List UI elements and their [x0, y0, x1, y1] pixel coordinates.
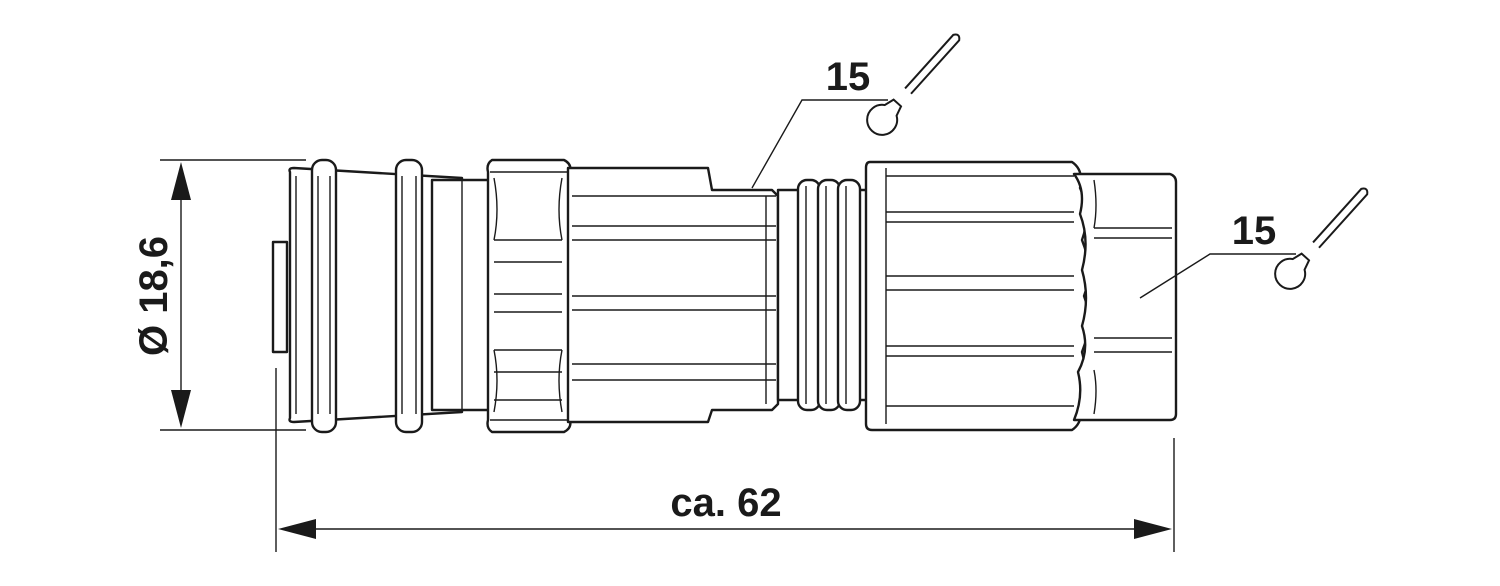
wrench-1-leader-line: [751, 99, 888, 189]
coupling-nut: [486, 158, 572, 434]
length-label: ca. 62: [670, 481, 781, 525]
end-cap: [1072, 172, 1178, 422]
wrench-2-size-label: 15: [1232, 209, 1277, 253]
length-arrow-left: [278, 519, 316, 539]
length-arrow-right: [1134, 519, 1172, 539]
wrench-2-leader-line: [1139, 253, 1296, 299]
thread-section: [776, 178, 870, 412]
wrench-1-size-label: 15: [826, 55, 871, 99]
wrench-callout-1: 15: [751, 33, 961, 189]
wrench-callout-2: 15: [1139, 187, 1369, 299]
diameter-arrow-bottom: [171, 390, 191, 428]
pressure-screw: [864, 160, 1090, 432]
front-lip: [271, 240, 289, 354]
sleeve-rings: [310, 158, 424, 434]
length-dimension: ca. 62: [275, 368, 1175, 552]
connector-body: [271, 158, 1178, 434]
diameter-label: Ø 18,6: [132, 236, 176, 356]
wrench-icon: [1274, 187, 1369, 290]
diameter-dimension: Ø 18,6: [132, 159, 306, 431]
wrench-icon: [866, 33, 961, 136]
ribbed-housing: [566, 166, 780, 424]
diameter-arrow-top: [171, 162, 191, 200]
